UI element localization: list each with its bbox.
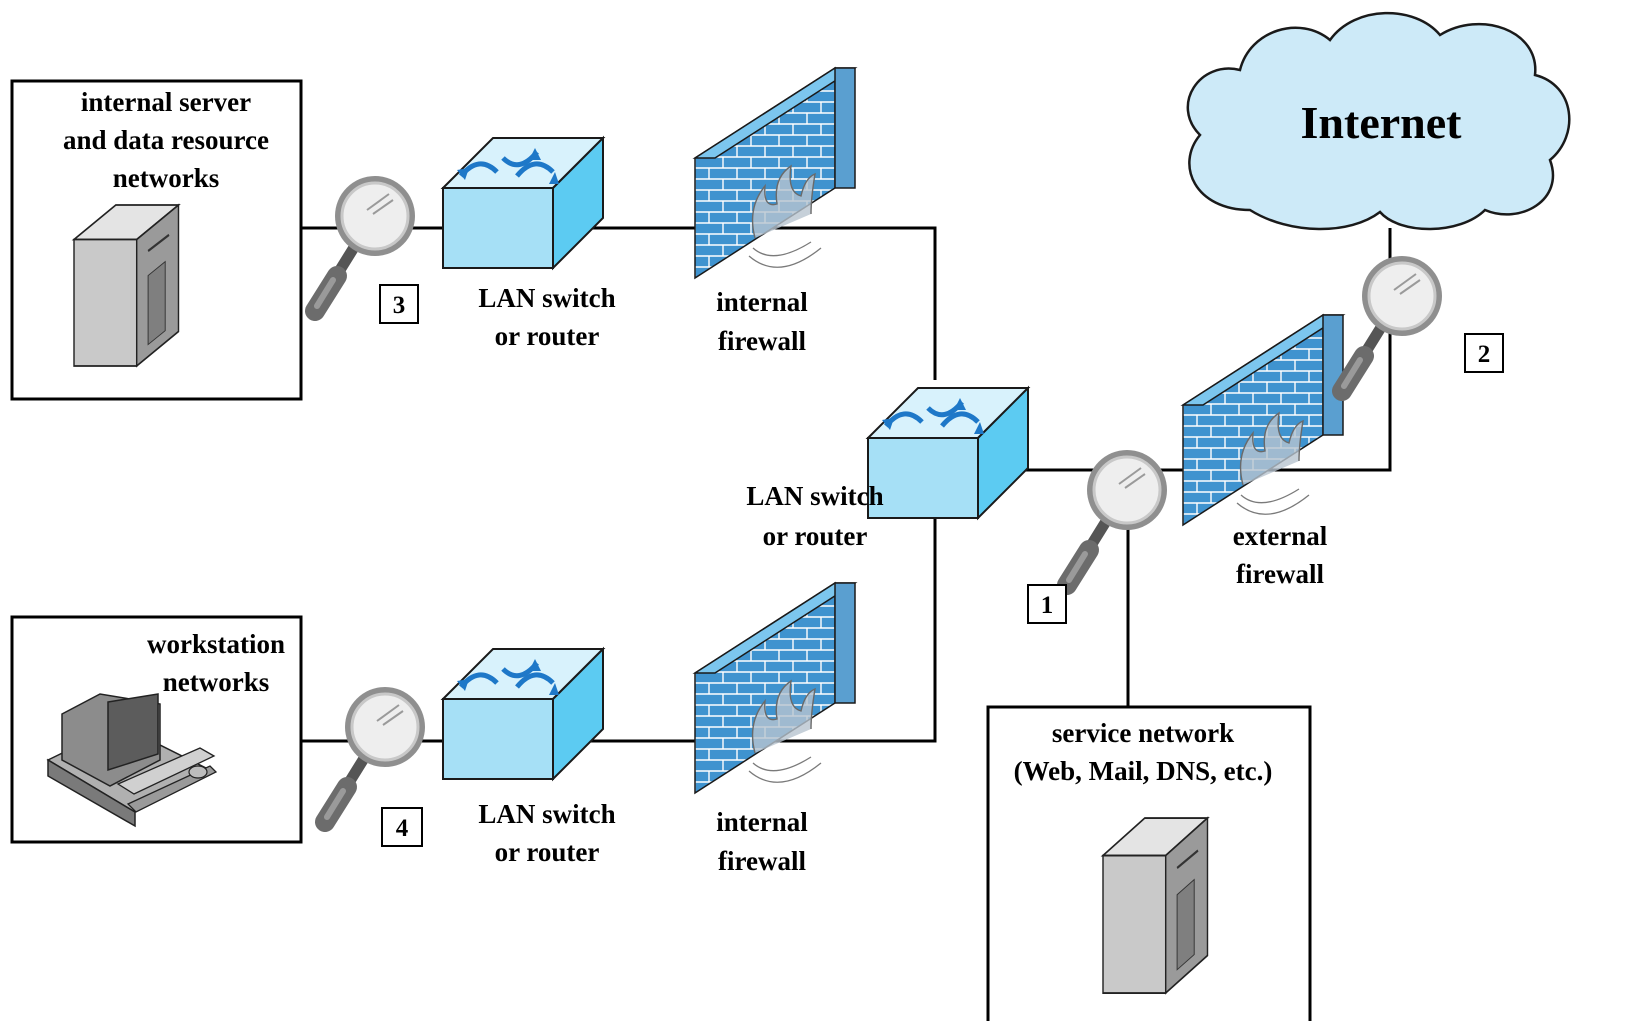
workstations-label: workstation networks <box>147 629 285 697</box>
svg-text:external: external <box>1233 521 1328 551</box>
lan-switch-middle <box>868 388 1028 518</box>
svg-text:networks: networks <box>113 163 220 193</box>
svg-text:firewall: firewall <box>1236 559 1324 589</box>
sensor-4-magnifier-icon <box>325 687 425 822</box>
internal-firewall-top <box>694 67 856 279</box>
lan-switch-bottom <box>443 649 603 779</box>
external-firewall <box>1182 314 1344 526</box>
service-server-icon <box>1101 816 1209 995</box>
svg-text:internal server: internal server <box>81 87 251 117</box>
svg-text:firewall: firewall <box>718 326 806 356</box>
lan-switch-bottom-label: LAN switch or router <box>478 799 615 867</box>
sensor-4-badge: 4 <box>381 807 423 847</box>
svg-text:workstation: workstation <box>147 629 285 659</box>
lan-switch-top-label: LAN switch or router <box>478 283 615 351</box>
internet-cloud: Internet <box>1186 11 1571 231</box>
lan-switch-top <box>443 138 603 268</box>
svg-text:internal: internal <box>716 287 808 317</box>
internal-server-icon <box>72 203 180 368</box>
svg-text:LAN switch: LAN switch <box>478 283 615 313</box>
svg-text:or router: or router <box>495 837 600 867</box>
external-firewall-label: external firewall <box>1233 521 1328 589</box>
workstation-computer-icon <box>46 693 218 828</box>
svg-text:or router: or router <box>495 321 600 351</box>
svg-text:LAN switch: LAN switch <box>478 799 615 829</box>
lan-switch-middle-label: LAN switch or router <box>746 481 883 551</box>
svg-text:and data resource: and data resource <box>63 125 269 155</box>
svg-text:2: 2 <box>1478 341 1491 368</box>
service-network-label: service network (Web, Mail, DNS, etc.) <box>1014 718 1273 786</box>
svg-text:4: 4 <box>396 815 409 842</box>
internal-servers-label: internal server and data resource networ… <box>63 87 269 193</box>
sensor-3-badge: 3 <box>379 284 419 324</box>
svg-text:firewall: firewall <box>718 846 806 876</box>
svg-text:or router: or router <box>763 521 868 551</box>
internet-label: Internet <box>1301 97 1463 148</box>
svg-text:internal: internal <box>716 807 808 837</box>
svg-text:service network: service network <box>1052 718 1234 748</box>
svg-text:LAN switch: LAN switch <box>746 481 883 511</box>
sensor-1-badge: 1 <box>1027 584 1067 624</box>
sensor-2-magnifier-icon <box>1342 256 1442 391</box>
svg-text:networks: networks <box>163 667 270 697</box>
svg-text:3: 3 <box>393 292 406 319</box>
svg-text:(Web, Mail, DNS, etc.): (Web, Mail, DNS, etc.) <box>1014 756 1273 786</box>
internal-firewall-bottom-label: internal firewall <box>716 807 808 876</box>
sensor-2-badge: 2 <box>1464 333 1504 373</box>
internal-firewall-top-label: internal firewall <box>716 287 808 356</box>
svg-text:1: 1 <box>1041 592 1054 619</box>
internal-firewall-bottom <box>694 582 856 794</box>
